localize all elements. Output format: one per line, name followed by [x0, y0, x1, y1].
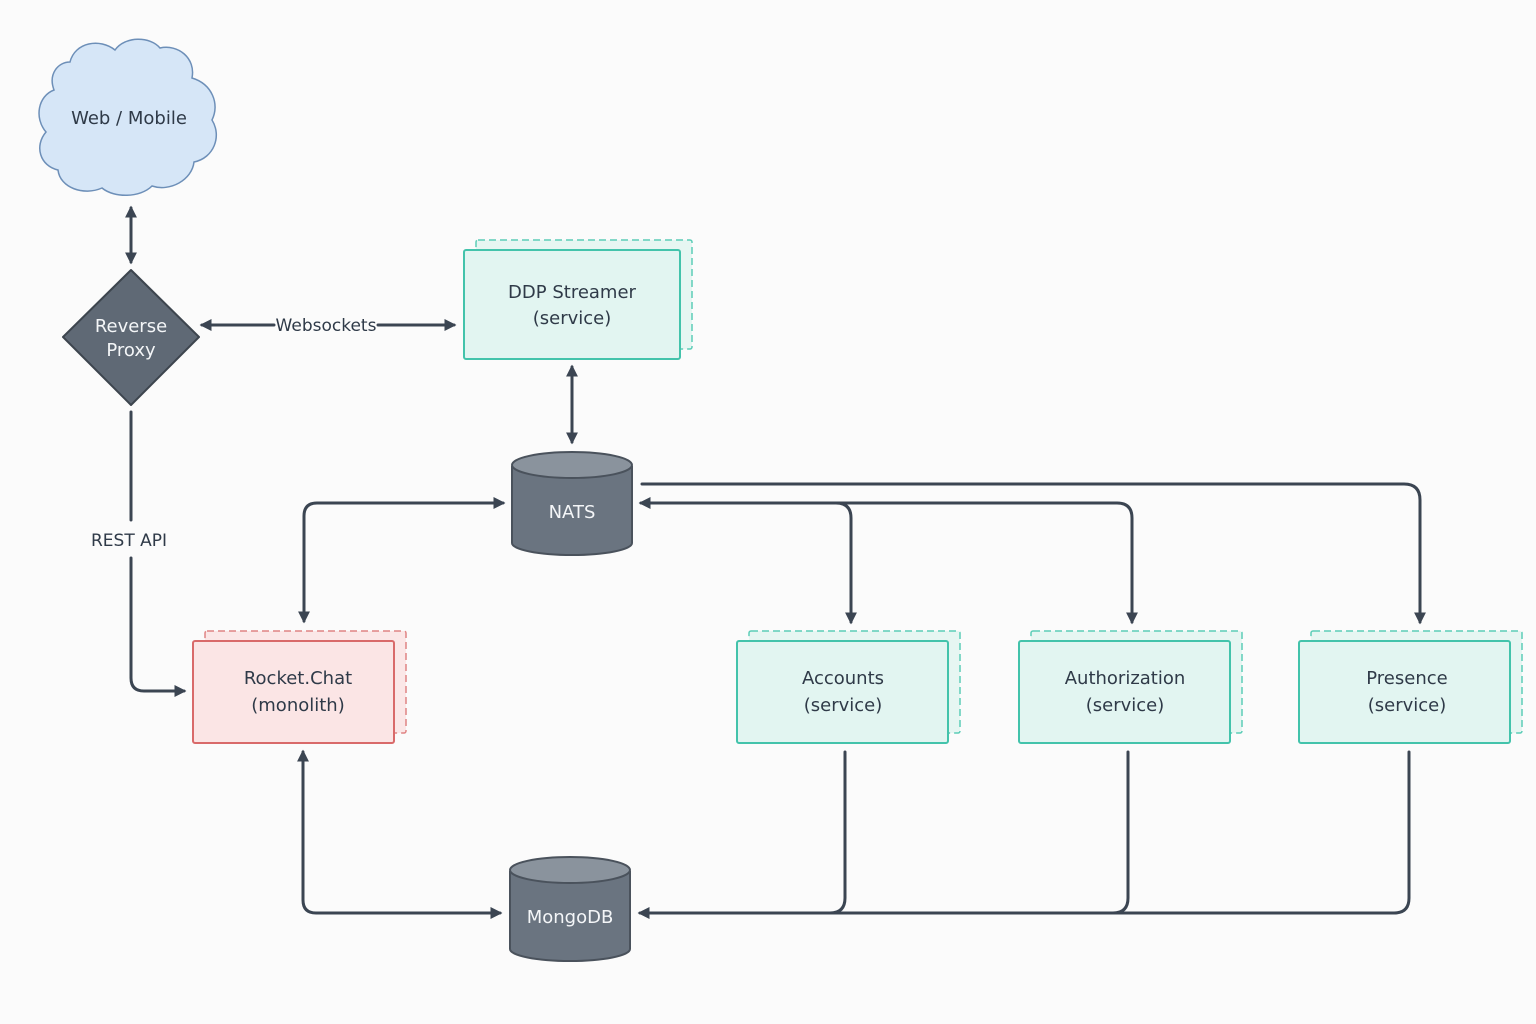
reverse-proxy-node: Reverse Proxy: [62, 269, 200, 406]
ddp-streamer-label-line1: DDP Streamer: [508, 282, 636, 303]
edge-rocketchat-mongodb: [297, 749, 503, 919]
edge-rocketchat-nats: [298, 497, 506, 624]
accounts-node: Accounts (service): [736, 630, 961, 744]
rocketchat-label-line1: Rocket.Chat: [244, 668, 352, 689]
cylinder-body: [511, 466, 633, 556]
ddp-streamer-node: DDP Streamer (service): [463, 239, 693, 360]
cylinder-body: [509, 871, 631, 962]
accounts-label-line1: Accounts: [802, 668, 884, 689]
presence-label-line2: (service): [1368, 695, 1447, 716]
rest-api-label: REST API: [91, 531, 167, 551]
service-box: [1298, 640, 1511, 744]
ddp-streamer-label-line2: (service): [533, 308, 612, 329]
client-cloud-node: Web / Mobile: [38, 38, 217, 196]
edge-accounts-mongodb: [828, 750, 847, 915]
edge-authorization-mongodb: [1111, 750, 1130, 915]
presence-label-line1: Presence: [1366, 668, 1447, 689]
service-box: [1018, 640, 1231, 744]
service-box: [463, 249, 681, 360]
mongodb-node: MongoDB: [509, 856, 631, 962]
websockets-label: Websockets: [276, 316, 377, 336]
reverse-proxy-label-line2: Proxy: [106, 340, 156, 361]
edge-services-mongodb: [637, 750, 1411, 919]
edge-nats-accounts: [834, 501, 857, 625]
cylinder-top: [509, 856, 631, 884]
cylinder-top: [511, 451, 633, 479]
authorization-label-line2: (service): [1086, 695, 1165, 716]
monolith-box: [192, 640, 395, 744]
authorization-label-line1: Authorization: [1065, 668, 1186, 689]
reverse-proxy-label-line1: Reverse: [95, 316, 167, 337]
edges: Websockets REST API: [91, 205, 1426, 919]
rocketchat-node: Rocket.Chat (monolith): [192, 630, 407, 744]
presence-node: Presence (service): [1298, 630, 1523, 744]
edge-nats-services: [638, 497, 1138, 625]
cloud-shape: [38, 38, 217, 196]
authorization-node: Authorization (service): [1018, 630, 1243, 744]
service-box: [736, 640, 949, 744]
nats-node: NATS: [511, 451, 633, 556]
nats-label: NATS: [549, 502, 596, 523]
client-label: Web / Mobile: [71, 108, 187, 129]
diamond-shape: [62, 269, 200, 406]
edge-nats-presence: [640, 482, 1426, 625]
mongodb-label: MongoDB: [527, 907, 614, 928]
rocketchat-label-line2: (monolith): [251, 695, 344, 716]
edge-proxy-rest-bottom: [129, 556, 187, 697]
accounts-label-line2: (service): [804, 695, 883, 716]
